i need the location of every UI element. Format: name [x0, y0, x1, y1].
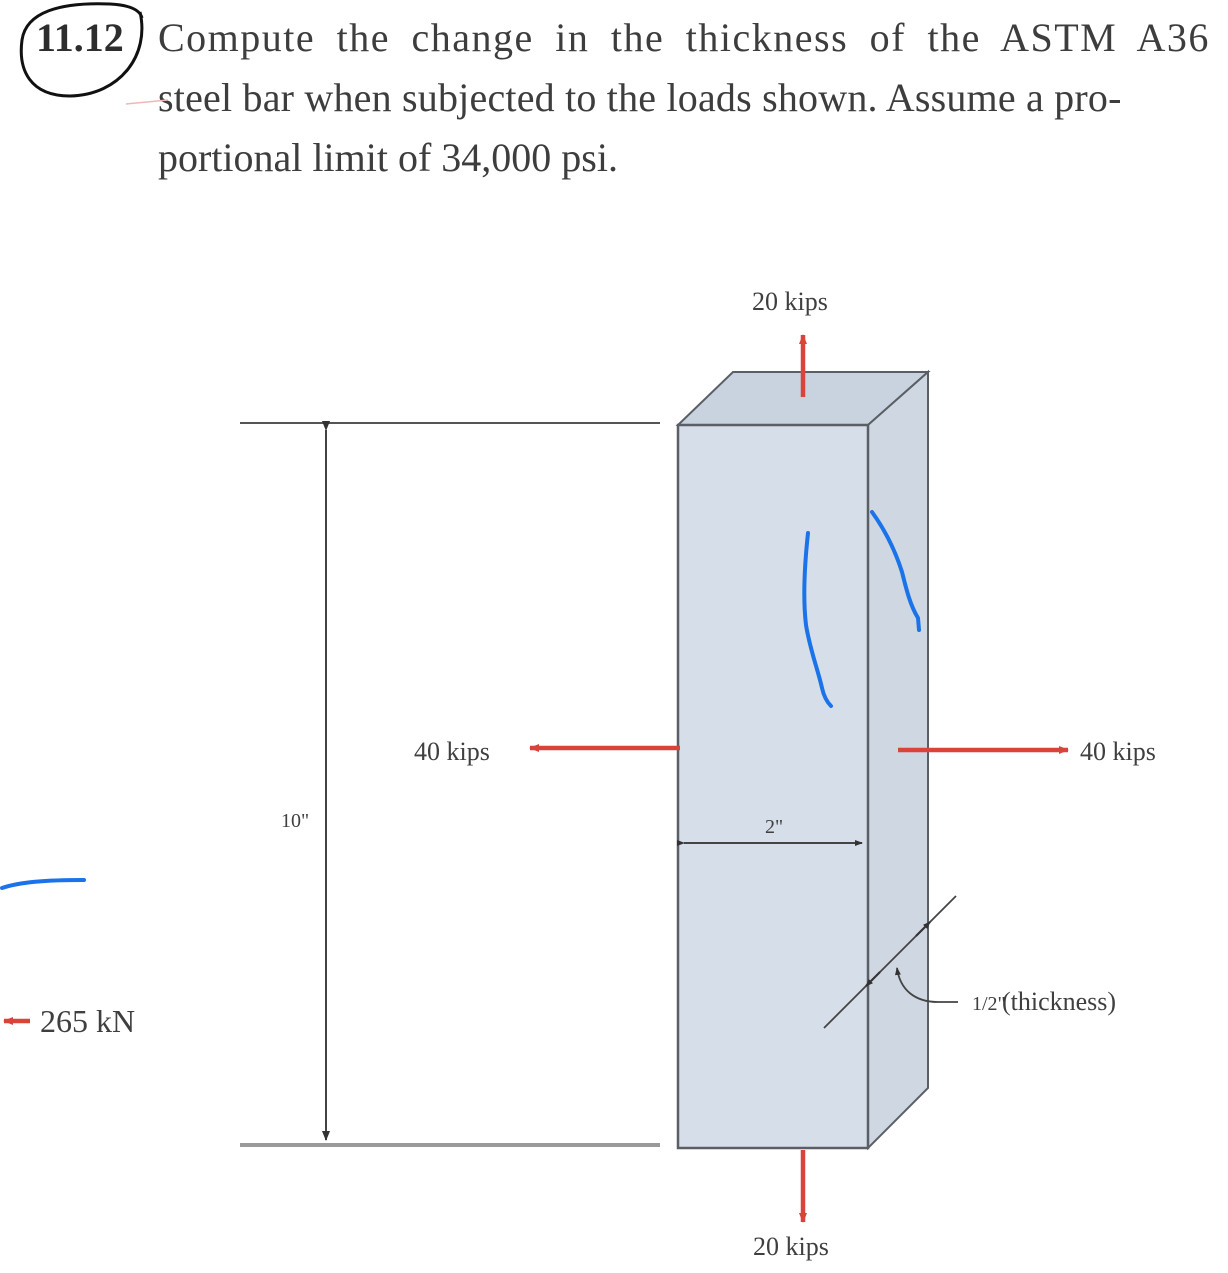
- thickness-leader: [894, 967, 958, 1003]
- load-label-left: 40 kips: [414, 737, 490, 766]
- hand-stroke-annotation-2: [870, 510, 921, 632]
- hand-stroke-annotation-faint: [125, 99, 169, 105]
- side-note-label: 265 kN: [40, 1003, 135, 1039]
- width-dimension-label: 2": [765, 816, 783, 838]
- bar-side-face: [867, 369, 929, 1151]
- hand-stroke-annotation-3: [0, 878, 86, 890]
- problem-statement: 11.12 Compute the change in the thicknes…: [0, 0, 1228, 210]
- height-dimension-label: 10": [281, 810, 309, 832]
- load-label-top: 20 kips: [752, 287, 828, 316]
- thickness-arrow-left: [865, 971, 881, 987]
- problem-number: 11.12: [36, 15, 124, 60]
- thickness-note-label: (thickness): [1002, 987, 1116, 1016]
- bar-front-face: [676, 423, 870, 1150]
- hand-circle-annotation: [19, 2, 144, 98]
- problem-text-line-2: steel bar when subjected to the loads sh…: [158, 75, 1122, 120]
- load-label-right: 40 kips: [1080, 737, 1156, 766]
- thickness-dimension-label: 1/2": [972, 993, 1006, 1015]
- problem-text-line-1: Compute the change in the thickness of t…: [158, 15, 1210, 60]
- hand-stroke-annotation-1: [802, 531, 833, 708]
- thickness-dimension-line: [823, 895, 957, 1029]
- thickness-arrow-right: [915, 921, 931, 937]
- load-label-bottom: 20 kips: [753, 1232, 829, 1261]
- problem-text-line-3: portional limit of 34,000 psi.: [158, 135, 618, 180]
